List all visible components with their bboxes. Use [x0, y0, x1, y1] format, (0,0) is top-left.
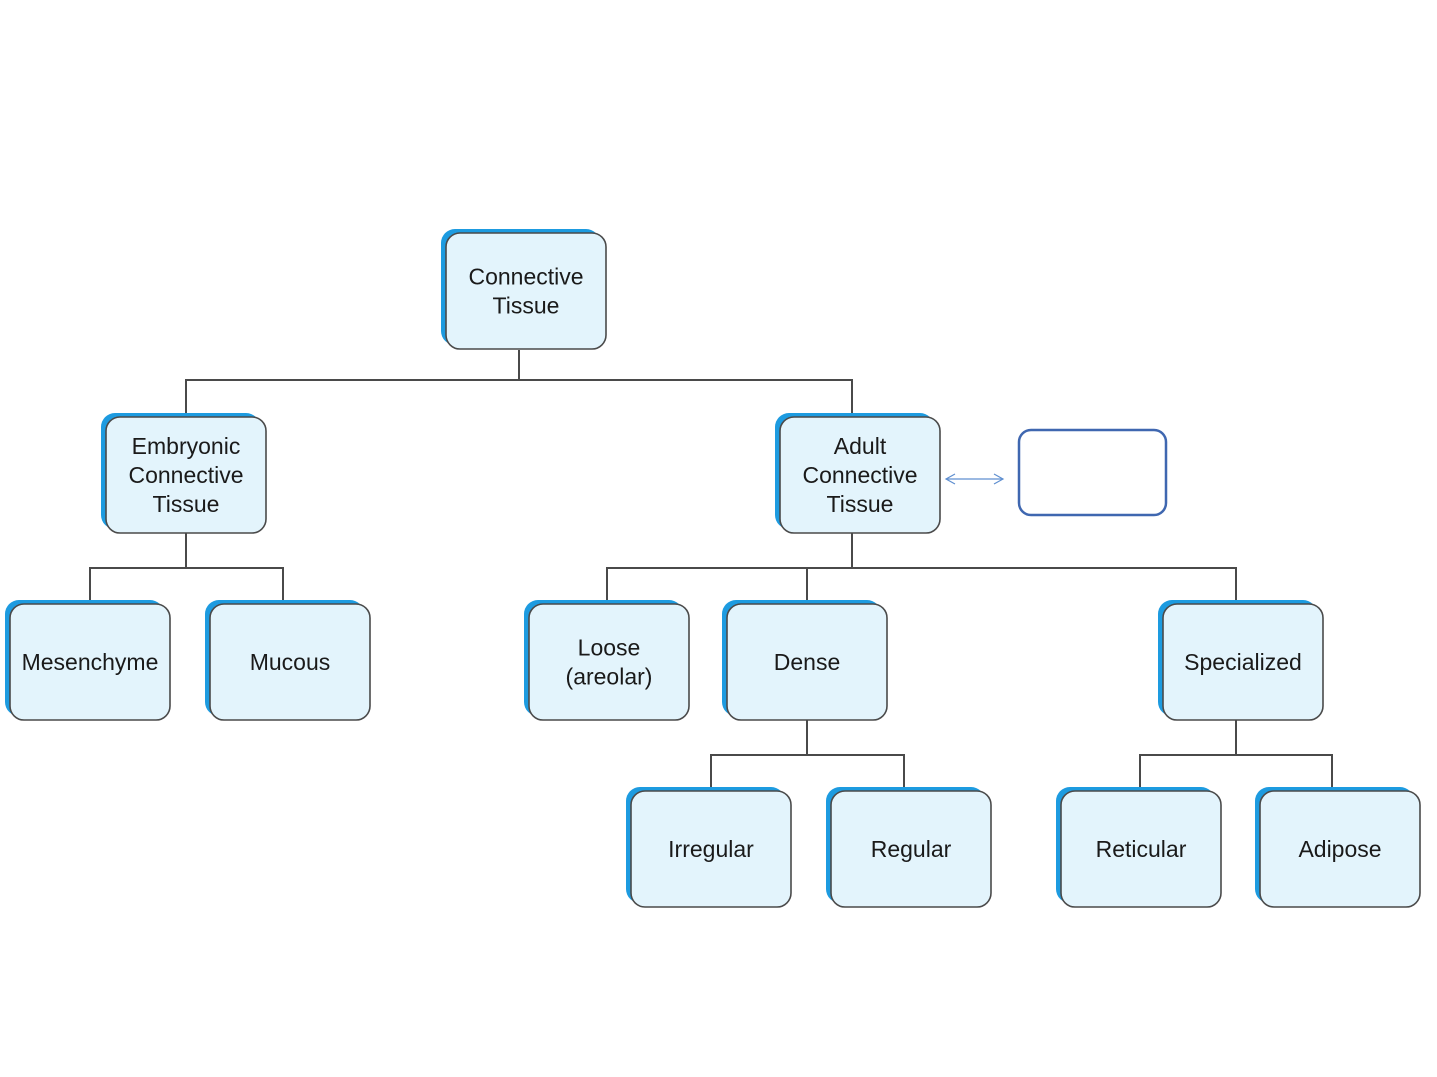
connector-embryonic-branch [89, 567, 284, 604]
node-box [105, 416, 267, 534]
connector-specialized-branch [1139, 754, 1333, 791]
node-label: Specialized [1184, 649, 1302, 675]
node-label: Mucous [250, 649, 331, 675]
node-dense: Dense [722, 600, 888, 721]
node-box [528, 603, 690, 721]
node-loose: Loose (areolar) [524, 600, 690, 721]
node-irregular: Irregular [626, 787, 792, 908]
node-label: Tissue [493, 293, 560, 319]
node-label: Loose [578, 635, 641, 661]
node-box [209, 603, 371, 721]
node-label: Connective [802, 462, 917, 488]
connector-lines [89, 350, 1333, 791]
node-reticular: Reticular [1056, 787, 1222, 908]
node-box [1259, 790, 1421, 908]
node-box [830, 790, 992, 908]
node-mucous: Mucous [205, 600, 371, 721]
diagram-nodes: ConnectiveTissueEmbryonicConnectiveTissu… [5, 229, 1421, 908]
node-adipose: Adipose [1255, 787, 1421, 908]
node-box [1162, 603, 1324, 721]
node-label: Mesenchyme [22, 649, 159, 675]
node-label: Embryonic [132, 433, 241, 459]
node-box [779, 416, 941, 534]
node-label: Irregular [668, 836, 754, 862]
node-box [445, 232, 607, 350]
node-label: Tissue [827, 491, 894, 517]
node-label: Adult [834, 433, 887, 459]
connector-root-branch [185, 379, 853, 417]
connector-adult-branch [606, 567, 1237, 604]
node-box [1060, 790, 1222, 908]
double-arrow-icon [944, 473, 1005, 485]
node-label: Connective [468, 264, 583, 290]
node-box [726, 603, 888, 721]
node-label: Connective [128, 462, 243, 488]
node-label: Adipose [1298, 836, 1381, 862]
node-label: Regular [871, 836, 952, 862]
node-label: Reticular [1096, 836, 1187, 862]
connector-dense-branch [710, 754, 905, 791]
empty-label-box [1017, 428, 1168, 517]
node-specialized: Specialized [1158, 600, 1324, 721]
node-mesenchyme: Mesenchyme [5, 600, 171, 721]
node-label: (areolar) [566, 664, 653, 690]
diagram-extras [944, 428, 1168, 517]
node-label: Tissue [153, 491, 220, 517]
node-regular: Regular [826, 787, 992, 908]
node-label: Dense [774, 649, 840, 675]
node-box [9, 603, 171, 721]
node-box [630, 790, 792, 908]
